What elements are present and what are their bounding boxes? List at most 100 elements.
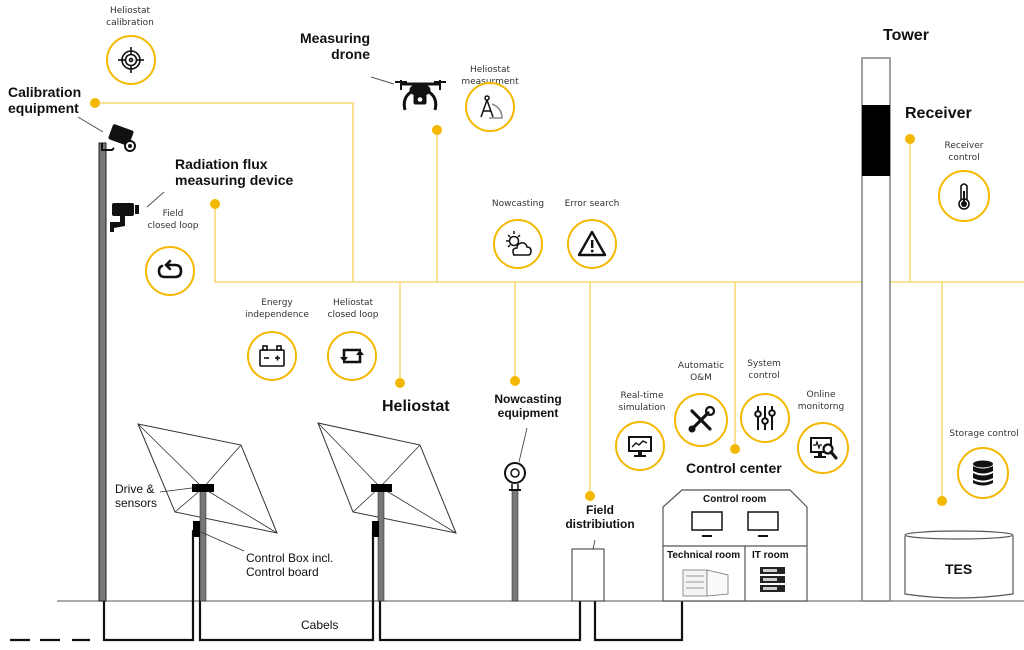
caption-line: Error search [564,199,620,209]
control-room-label: Control room [703,494,767,505]
heliostat-2 [317,422,457,602]
calibration-equipment-label: Calibration equipment [8,84,81,116]
calibration-leader [77,116,104,133]
energy-independence-badge[interactable] [247,331,297,381]
caption-line: closed loop [327,310,379,321]
system-control-badge[interactable] [740,393,790,443]
tes-label: TES [945,561,973,577]
label-line: Field [585,503,614,517]
battery-icon [259,345,285,367]
caption-line: closed loop [147,221,199,232]
storage-control-badge[interactable] [957,447,1009,499]
label-line: drone [331,46,370,63]
node-storage [937,496,947,506]
warning-icon [577,230,607,257]
real-time-simulation-badge[interactable] [615,421,665,471]
caption-line: System [747,359,781,369]
technical-room-label: Technical room [667,550,741,561]
nowcasting-equipment [504,462,526,602]
drive-sensors-leader [159,487,193,493]
label-line: Measuring [300,30,371,46]
heliostat-measurement-badge[interactable] [465,82,515,132]
radiation-flux-leader [146,191,165,208]
tower [861,57,891,602]
calibration-pole [98,142,107,602]
cable-heliostat1-heliostat2 [198,530,375,642]
cable-distribution-control [593,600,684,642]
heliostat-1 [137,423,278,602]
nowcasting-caption: Nowcasting [488,198,548,210]
node-flux [210,199,220,209]
label-line: Control board [246,564,319,579]
node-drone [432,125,442,135]
control-box-leader [200,531,245,552]
electrical-cabinet-icon [682,569,729,597]
label-line: distribiution [565,516,635,531]
heliostat-label: Heliostat [382,398,450,415]
control-box-label: Control Box incl. Control board [246,551,334,580]
automatic-om-badge[interactable] [674,393,728,447]
receiver-label: Receiver [905,105,972,122]
node-control-center [730,444,740,454]
crosshair-icon [118,47,144,73]
field-closed-loop-badge[interactable] [145,246,195,296]
receiver-control-badge[interactable] [938,170,990,222]
caption-line: Online [806,390,836,400]
compass-ruler-icon [480,95,503,119]
it-room-label: IT room [752,550,789,561]
label-line: measuring device [175,172,294,189]
caption-line: control [948,153,980,164]
sliders-icon [754,406,776,430]
caption-line: Heliostat [469,65,511,75]
sun-cloud-icon [506,231,532,256]
caption-line: Nowcasting [491,199,545,209]
radiation-flux-camera-icon [110,203,139,232]
database-icon [973,460,993,486]
node-calibration [90,98,100,108]
caption-line: O&M [690,373,712,384]
error-search-caption: Error search [560,198,624,210]
cable-heliostat2-distribution [378,530,582,642]
label-line: Control Box incl. [246,551,334,565]
monitor-search-icon [810,437,838,460]
pyranometer-icon [504,462,526,484]
heliostat-closed-loop-badge[interactable] [327,331,377,381]
label-line: Calibration [8,84,82,100]
caption-line: independence [245,310,309,321]
caption-line: simulation [618,403,666,414]
drone-icon [395,80,446,111]
nowcasting-leader [518,427,528,463]
nowcasting-badge[interactable] [493,219,543,269]
storage-control-caption: Storage control [944,428,1024,440]
cables-label: Cabels [301,618,339,632]
tools-icon [688,405,716,433]
cycle-arrows-icon [340,348,364,364]
field-distribution-leader [592,539,596,550]
online-monitoring-badge[interactable] [797,422,849,474]
loop-arrow-icon [157,259,183,279]
tes-tank [904,530,1014,599]
label-line: sensors [115,495,158,510]
caption-line: calibration [106,18,154,29]
calibration-camera-icon [101,124,136,152]
caption-line: Heliostat [332,298,374,308]
real-time-simulation-caption: Real-time simulation [612,390,672,414]
heliostat-calibration-badge[interactable] [106,35,156,85]
caption-line: Automatic [677,361,725,371]
cable-calibration-heliostat1 [102,530,195,642]
radiation-flux-label: Radiation flux measuring device [175,156,293,188]
drive-unit [371,484,392,492]
server-rack-icon [760,567,785,592]
control-box [372,521,379,537]
error-search-badge[interactable] [567,219,617,269]
caption-line: Real-time [620,391,664,401]
thermometer-icon [958,183,970,210]
monitor-icon [747,511,779,537]
